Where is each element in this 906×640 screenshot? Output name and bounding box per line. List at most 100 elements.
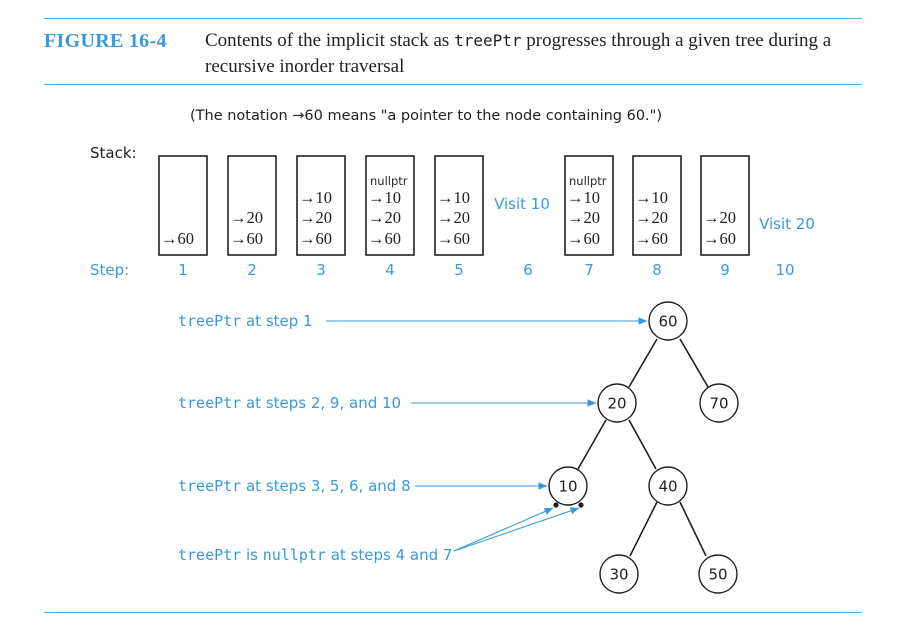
stack-entry: →60	[299, 229, 332, 248]
step-number: 9	[720, 261, 730, 279]
tree-node-50: 50	[698, 554, 738, 594]
stack-box	[296, 155, 346, 256]
stack-box	[564, 155, 614, 256]
stack-entry: →20	[230, 208, 263, 227]
stack-box	[365, 155, 415, 256]
node-value: 50	[708, 566, 727, 584]
node-circle	[548, 466, 588, 506]
null-left-dot	[553, 502, 559, 508]
stack-entry: →20	[703, 208, 736, 227]
stack-entry: →60	[635, 229, 668, 248]
tree-node-60: 60	[648, 301, 688, 341]
stack-entry: →60	[567, 229, 600, 248]
caption-rule	[44, 84, 862, 85]
notation-note: (The notation →60 means "a pointer to th…	[190, 108, 662, 124]
stack-column-step-9: →20 →60 9	[700, 155, 750, 279]
stack-column-step-1: →60 1	[158, 155, 208, 279]
null-right-dot	[578, 502, 584, 508]
step-number: 7	[584, 261, 594, 279]
stack-entry: →60	[161, 229, 194, 248]
stack-column-step-3: →10→20 →60 3	[296, 155, 346, 279]
tree-edges	[577, 338, 709, 557]
step-number: 3	[316, 261, 326, 279]
stack-column-step-8: →10→20 →60 8	[632, 155, 682, 279]
stack-entry-nullptr: nullptr	[370, 174, 408, 188]
step-number: 10	[775, 261, 794, 279]
edge-60-20	[628, 338, 658, 388]
pointer-label-steps-2-9-10: treePtr at steps 2, 9, and 10	[178, 394, 401, 412]
stack-column-step-10: Visit 20 10	[759, 215, 815, 279]
stack-entry: →10	[567, 188, 600, 207]
stack-box	[434, 155, 484, 256]
node-circle	[648, 466, 688, 506]
node-value: 40	[658, 478, 677, 496]
tree-node-10: 10	[548, 466, 588, 506]
edge-20-10	[577, 419, 607, 470]
figure-caption: Contents of the implicit stack as treePt…	[205, 28, 865, 80]
tree-node-20: 20	[597, 383, 637, 423]
arrow-null-left	[453, 507, 554, 552]
stack-label: Stack:	[90, 144, 137, 162]
top-rule	[44, 18, 862, 19]
stack-entry: →20	[635, 208, 668, 227]
step-number: 4	[385, 261, 395, 279]
figure-label: FIGURE 16-4	[44, 30, 167, 52]
bottom-rule	[44, 612, 862, 613]
step-number: 6	[523, 261, 533, 279]
node-circle	[699, 383, 739, 423]
stack-box	[227, 155, 277, 256]
stack-column-step-4: nullptr→10→20 →60 4	[365, 155, 415, 279]
step-number: 5	[454, 261, 464, 279]
stack-entry: →10	[437, 188, 470, 207]
step-number: 1	[178, 261, 188, 279]
stack-columns: →601→20→602→10→20→603nullptr→10→20→604→1…	[158, 155, 815, 279]
stack-entry: →10	[368, 188, 401, 207]
stack-column-step-6: Visit 10 6	[494, 195, 550, 279]
stack-box	[158, 155, 208, 256]
stack-column-step-5: →10→20 →60 5	[434, 155, 484, 279]
stack-entry: →10	[635, 188, 668, 207]
node-value: 70	[709, 395, 728, 413]
stack-box	[632, 155, 682, 256]
visit-label: Visit 20	[759, 215, 815, 233]
node-value: 30	[609, 566, 628, 584]
step-number: 8	[652, 261, 662, 279]
node-value: 10	[558, 478, 577, 496]
stack-entry: →60	[703, 229, 736, 248]
caption-text-end: progresses through a given tree during a…	[205, 30, 832, 77]
arrow-null-right	[453, 507, 580, 552]
pointer-label-steps-3-5-6-8: treePtr at steps 3, 5, 6, and 8	[178, 477, 411, 495]
node-value: 20	[607, 395, 626, 413]
caption-code: treePtr	[454, 31, 522, 50]
pointer-label-nullptr: treePtr is nullptr at steps 4 and 7	[178, 546, 452, 564]
stack-column-step-2: →20 →60 2	[227, 155, 277, 279]
tree-node-70: 70	[699, 383, 739, 423]
node-circle	[597, 383, 637, 423]
node-circle	[599, 554, 639, 594]
stack-entry: →20	[299, 208, 332, 227]
edge-40-50	[679, 501, 707, 557]
node-circle	[698, 554, 738, 594]
node-value: 60	[658, 313, 677, 331]
node-circle	[648, 301, 688, 341]
tree-node-30: 30	[599, 554, 639, 594]
stack-entry: →10	[299, 188, 332, 207]
stack-column-step-7: nullptr→10→20→607	[564, 155, 614, 279]
stack-entry: →60	[437, 229, 470, 248]
stack-box	[700, 155, 750, 256]
caption-text-start: Contents of the implicit stack as	[205, 30, 455, 51]
pointer-label-step-1: treePtr at step 1	[178, 312, 313, 330]
stack-entry: →60	[368, 229, 401, 248]
stack-entry: →60	[230, 229, 263, 248]
step-label: Step:	[90, 261, 129, 279]
step-number: 2	[247, 261, 257, 279]
stack-entry: →20	[368, 208, 401, 227]
edge-20-40	[628, 419, 657, 470]
edge-60-70	[679, 338, 709, 388]
stack-entry: →20	[437, 208, 470, 227]
stack-entry: →20	[567, 208, 600, 227]
tree-node-40: 40	[648, 466, 688, 506]
visit-label: Visit 10	[494, 195, 550, 213]
